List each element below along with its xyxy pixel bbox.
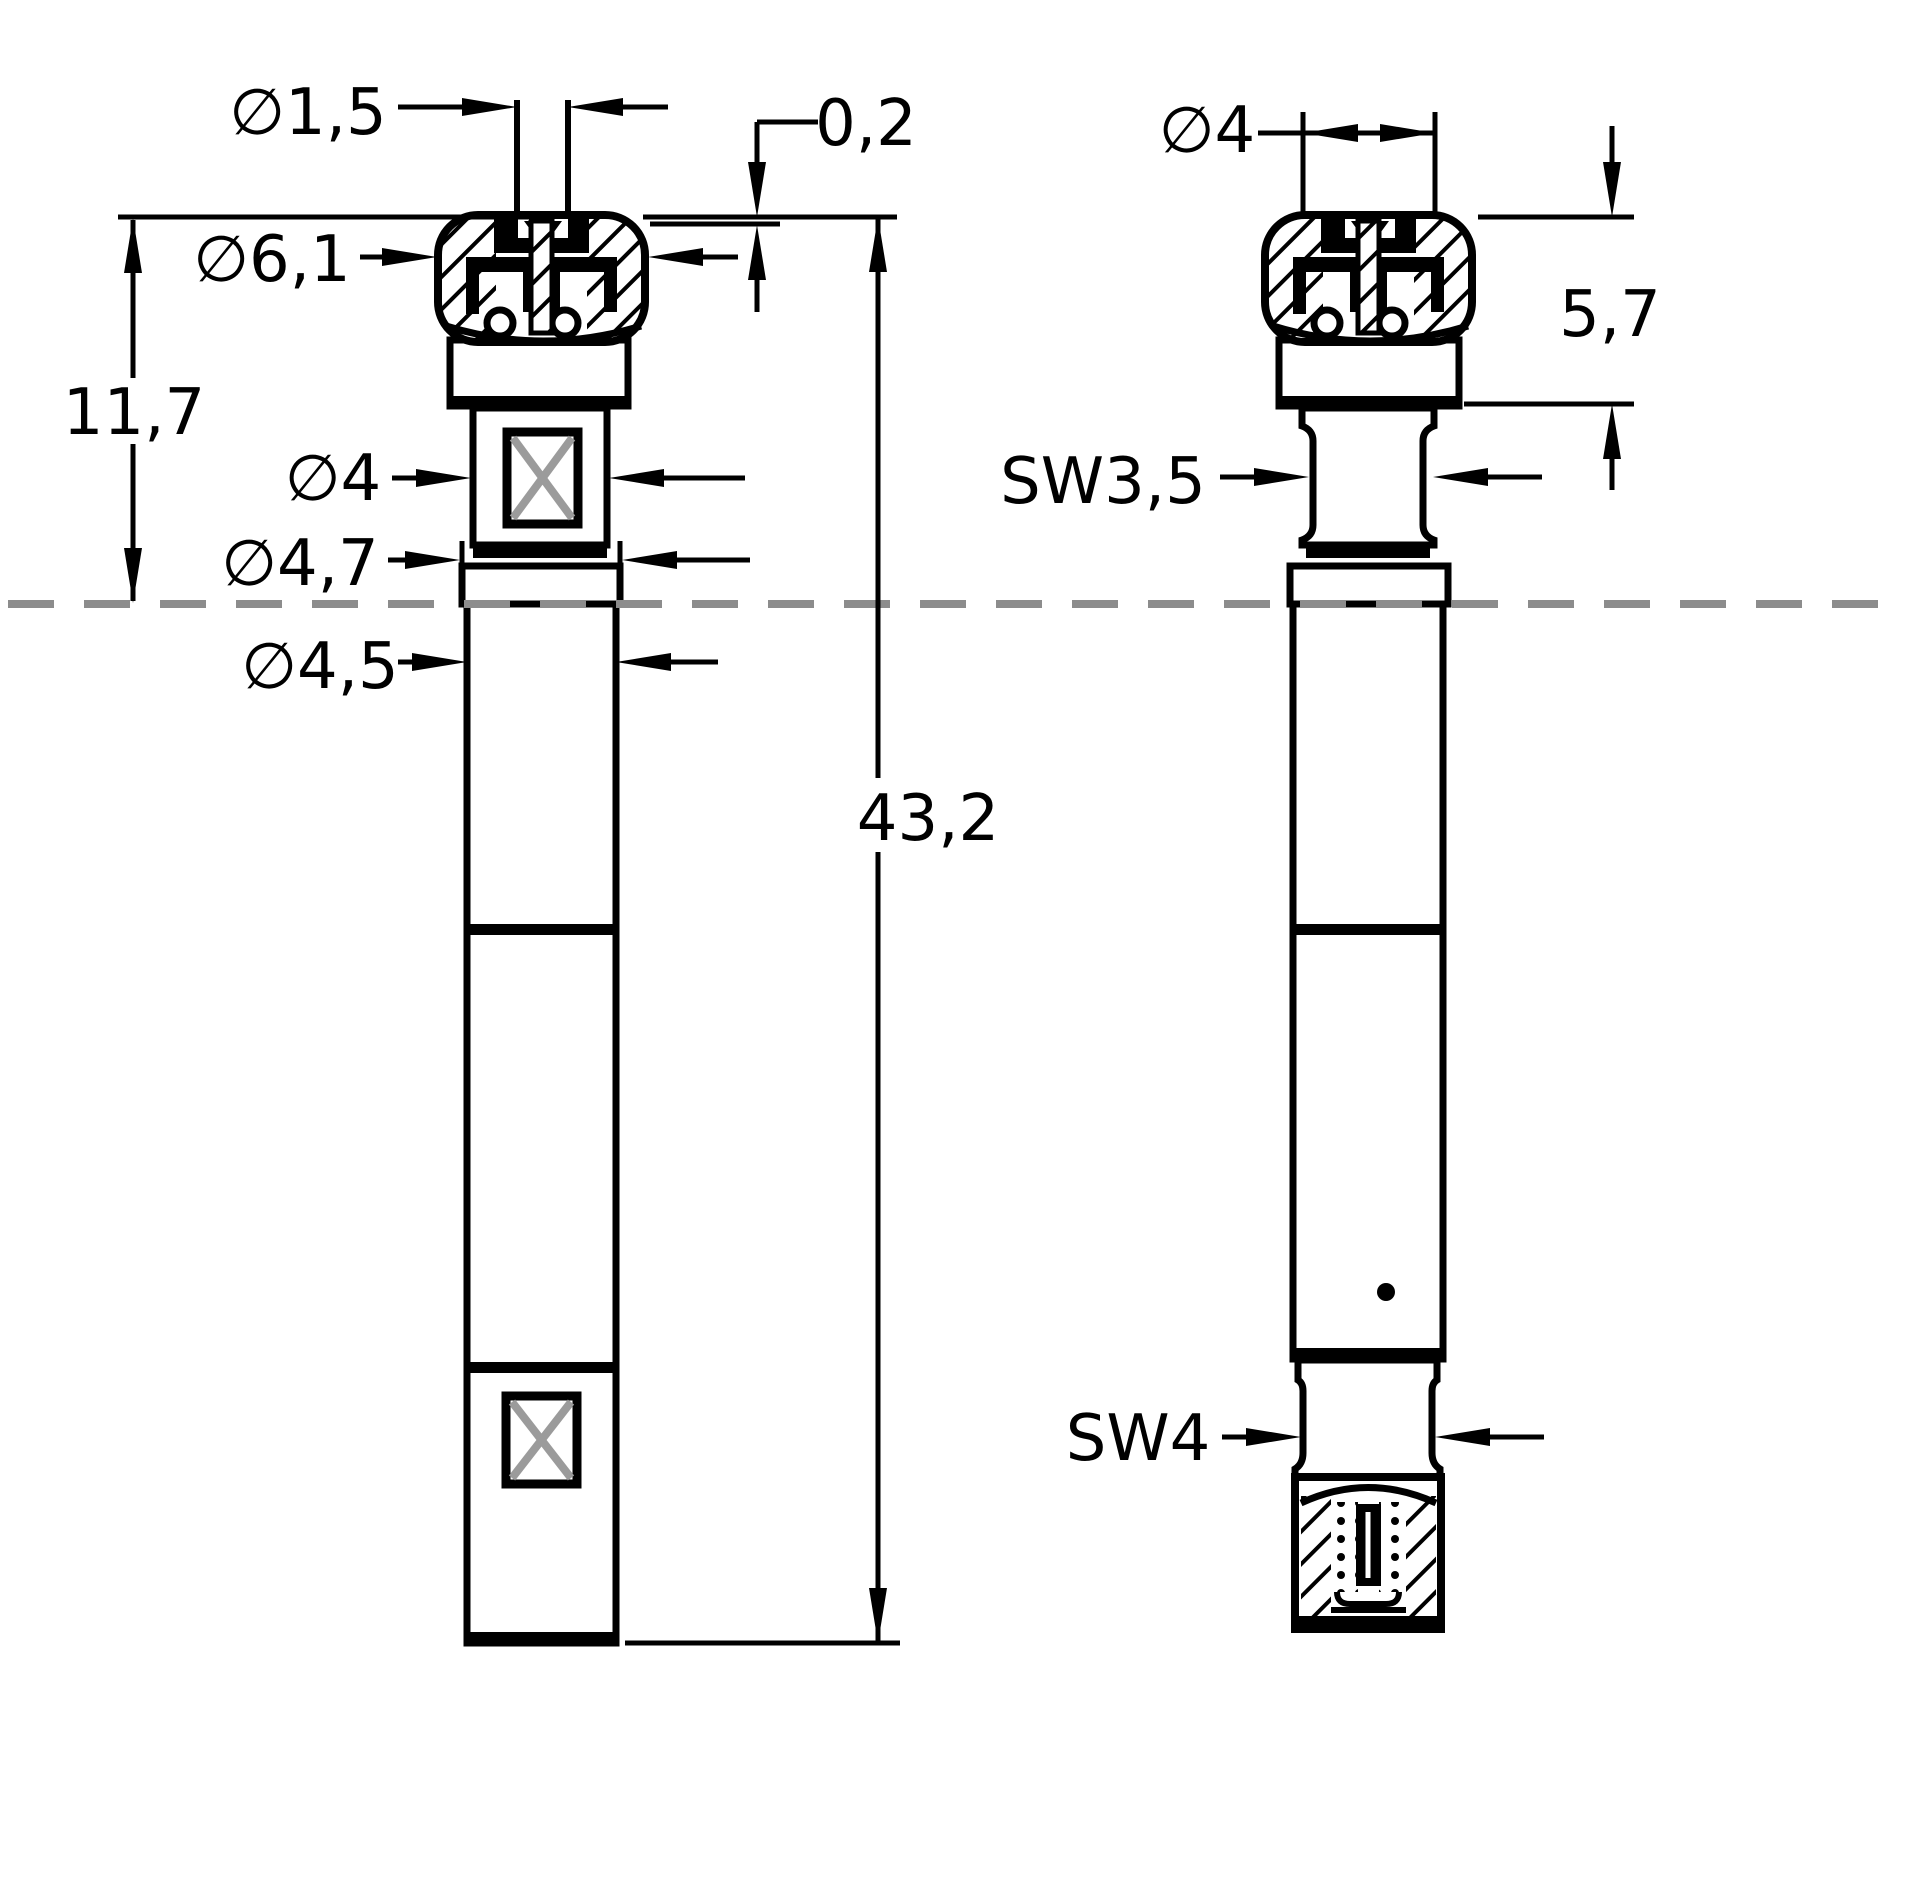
dim-front-head-height: 11,7 — [63, 218, 206, 603]
side-crown-ball-right — [1375, 306, 1409, 340]
side-hex-neck — [1298, 404, 1438, 549]
side-crown-ball-left — [1310, 306, 1344, 340]
side-receptacle-hatch-right — [1406, 1496, 1436, 1618]
dim-front-tip-diameter: ∅1,5 — [229, 76, 668, 150]
front-crown-fingers — [466, 218, 617, 340]
dim-label-tail-wrench: SW4 — [1066, 1402, 1211, 1476]
front-dimensions: ∅1,5 0,2 11,7 ∅6,1 — [63, 76, 1016, 1646]
front-crown-head — [434, 211, 649, 346]
side-receptacle-bottom-edge — [1295, 1616, 1441, 1629]
dim-side-tail-wrench: SW4 — [1066, 1402, 1544, 1476]
side-crown-bottom-arc — [1271, 322, 1470, 345]
side-receptacle-hatch-left — [1301, 1496, 1331, 1618]
dim-front-tip-protrusion: 0,2 — [748, 87, 917, 312]
front-crown-center-column — [528, 218, 555, 336]
front-barrel-joint-lower — [467, 1362, 616, 1373]
side-barrel-joint — [1293, 924, 1443, 935]
dim-label-tip-protrusion: 0,2 — [815, 87, 917, 161]
front-seal-band — [473, 545, 607, 558]
side-receptacle-knurl-right — [1379, 1502, 1400, 1592]
dim-label-head-height: 11,7 — [63, 376, 206, 450]
side-barrel-body — [1289, 600, 1447, 1363]
dim-side-tip-diameter: ∅4 — [1159, 94, 1438, 212]
dim-label-head-diameter: ∅6,1 — [193, 223, 351, 297]
side-crown-head — [1261, 211, 1476, 346]
dim-side-head-length: 5,7 — [1464, 126, 1661, 490]
side-crown-center-column — [1355, 218, 1382, 336]
dim-front-body-diameter: ∅4,5 — [241, 630, 718, 704]
dim-label-neck-diameter: ∅4 — [285, 442, 381, 516]
side-receptacle-top-arc — [1299, 1484, 1438, 1507]
front-crown-bottom-arc — [444, 322, 643, 345]
front-crimp-symbol-lower — [501, 1391, 582, 1489]
dim-front-total-length: 43,2 — [840, 217, 1016, 1643]
dim-front-head-diameter: ∅6,1 — [193, 223, 738, 297]
dim-label-tip-diameter: ∅1,5 — [229, 76, 387, 150]
front-barrel-bottom-edge — [467, 1632, 616, 1643]
side-receptacle — [1291, 1473, 1445, 1633]
side-hex-tail — [1291, 1356, 1444, 1481]
dim-label-flange-diameter: ∅4,7 — [221, 527, 379, 601]
dim-label-head-length: 5,7 — [1559, 278, 1661, 352]
side-vent-hole — [1377, 1283, 1395, 1301]
front-crown-ball-left — [483, 306, 517, 340]
front-crimp-symbol-upper — [502, 427, 583, 529]
front-crown-ball-right — [548, 306, 582, 340]
side-dimensions: ∅4 5,7 SW3,5 SW4 — [1000, 94, 1661, 1476]
dim-label-body-diameter: ∅4,5 — [241, 630, 399, 704]
dim-label-side-tip-diameter: ∅4 — [1159, 94, 1255, 168]
side-seal-band — [1306, 545, 1430, 558]
dim-label-total-length: 43,2 — [857, 782, 1000, 856]
side-receptacle-knurl-left — [1337, 1502, 1358, 1592]
side-crown-fingers — [1293, 218, 1444, 340]
dim-front-neck-diameter: ∅4 — [285, 442, 745, 516]
side-flange — [1286, 562, 1452, 608]
side-receptacle-inner-cup — [1334, 1591, 1402, 1607]
dim-side-neck-wrench: SW3,5 — [1000, 445, 1542, 519]
dim-front-flange-diameter: ∅4,7 — [221, 527, 750, 601]
dim-label-neck-wrench: SW3,5 — [1000, 445, 1206, 519]
front-flange — [458, 562, 624, 608]
front-view — [434, 100, 649, 1647]
front-barrel-joint-upper — [467, 924, 616, 935]
side-view — [1261, 211, 1476, 1633]
